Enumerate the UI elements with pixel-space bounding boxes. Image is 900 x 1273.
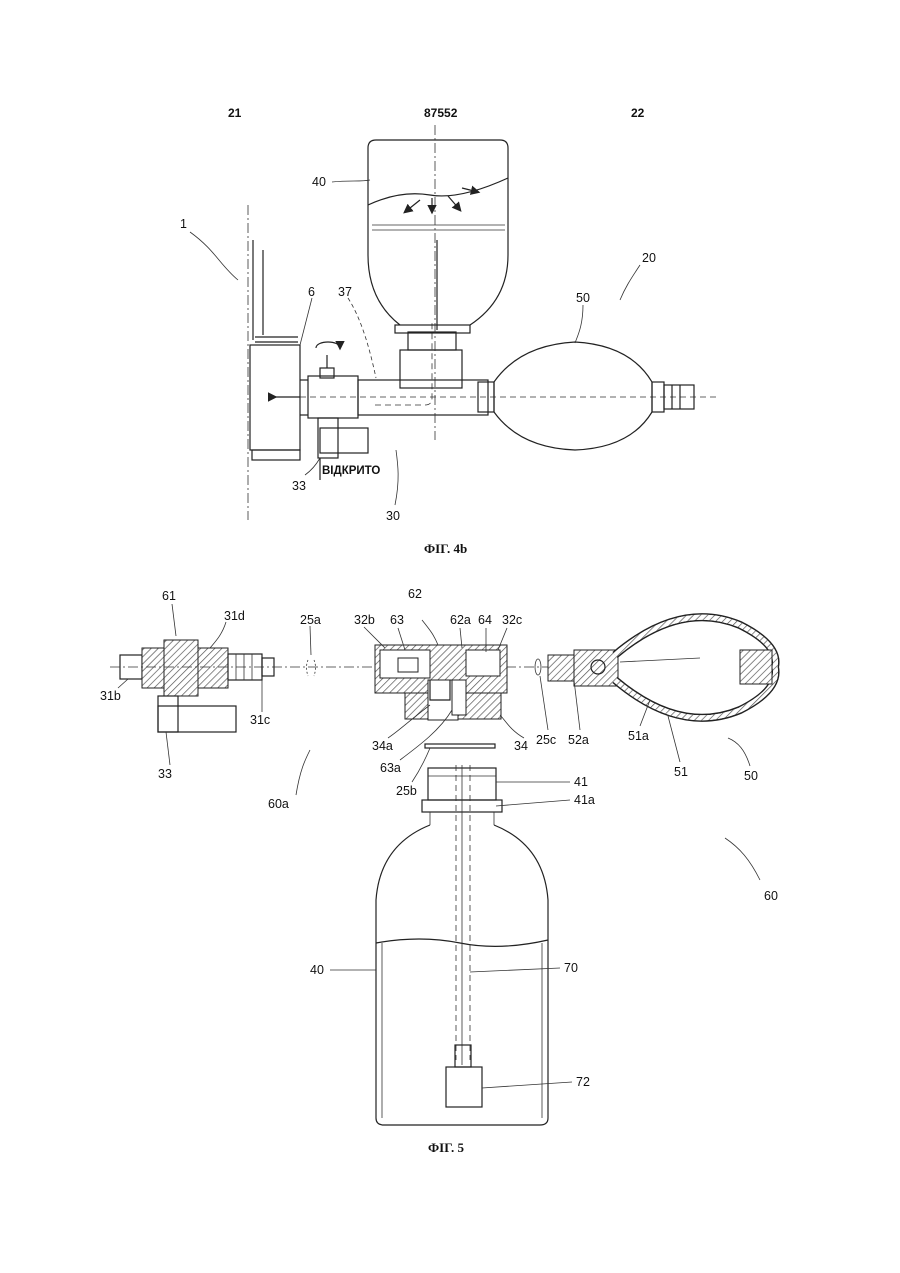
label-62: 62 <box>408 587 422 601</box>
label-61: 61 <box>162 589 176 603</box>
label-31c: 31c <box>250 713 270 727</box>
label-40: 40 <box>310 963 324 977</box>
label-63: 63 <box>390 613 404 627</box>
label-31b: 31b <box>100 689 121 703</box>
label-25a: 25a <box>300 613 321 627</box>
label-62a: 62a <box>450 613 471 627</box>
label-64: 64 <box>478 613 492 627</box>
label-20: 20 <box>642 251 656 265</box>
label-31d: 31d <box>224 609 245 623</box>
label-60a: 60a <box>268 797 289 811</box>
label-34a: 34a <box>372 739 393 753</box>
label-32c: 32c <box>502 613 522 627</box>
state-label-open: ВІДКРИТО <box>322 465 380 477</box>
figure-4b-drawing: 1 6 37 40 50 20 33 30 ВІДКРИТО ФІГ. 4b <box>180 125 720 556</box>
figure-5-drawing: 61 31d 25a 62 32b 63 62a 64 32c 31b 31c … <box>100 587 778 1155</box>
label-41: 41 <box>574 775 588 789</box>
label-51a: 51a <box>628 729 649 743</box>
label-33: 33 <box>292 479 306 493</box>
label-25c: 25c <box>536 733 556 747</box>
label-52a: 52a <box>568 733 589 747</box>
label-63a: 63a <box>380 761 401 775</box>
figure-4b-caption: ФІГ. 4b <box>424 541 467 556</box>
label-70: 70 <box>564 961 578 975</box>
figure-5-caption: ФІГ. 5 <box>428 1140 465 1155</box>
label-60: 60 <box>764 889 778 903</box>
label-33: 33 <box>158 767 172 781</box>
label-50: 50 <box>576 291 590 305</box>
label-30: 30 <box>386 509 400 523</box>
label-1: 1 <box>180 217 187 231</box>
label-51: 51 <box>674 765 688 779</box>
label-6: 6 <box>308 285 315 299</box>
label-40: 40 <box>312 175 326 189</box>
label-37: 37 <box>338 285 352 299</box>
label-50: 50 <box>744 769 758 783</box>
label-34: 34 <box>514 739 528 753</box>
label-41a: 41a <box>574 793 595 807</box>
label-25b: 25b <box>396 784 417 798</box>
label-72: 72 <box>576 1075 590 1089</box>
label-32b: 32b <box>354 613 375 627</box>
